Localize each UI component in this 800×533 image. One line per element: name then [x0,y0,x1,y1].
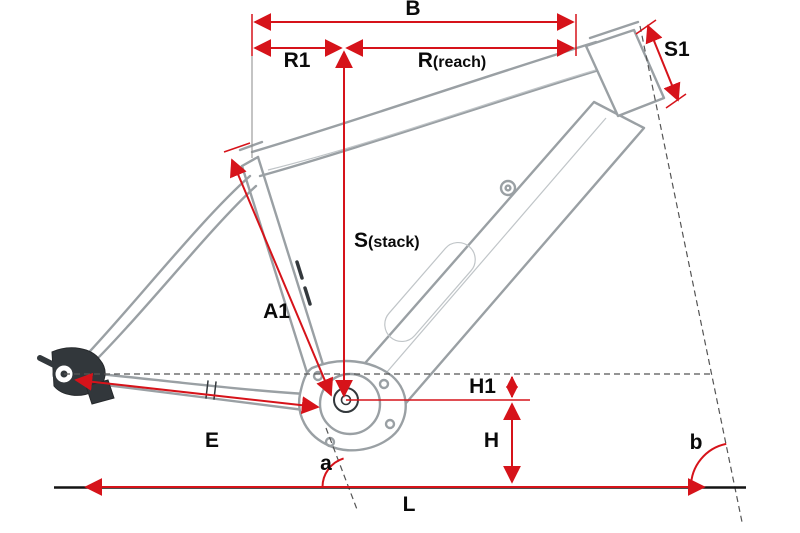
charge-port-dot [504,184,512,192]
label-b-dim: B [405,0,420,20]
dim-a1-line [229,158,334,397]
top-tube-cable [267,69,597,171]
dim-s1-line [645,24,681,102]
down-tube [350,100,646,412]
dimension-lines [74,13,727,496]
label-h: H [484,429,499,452]
label-head-angle: b [690,431,703,454]
seat-stay-lower [82,184,258,374]
chain-stay [78,370,308,396]
axle-lever [37,355,59,369]
label-reach: R(reach) [418,49,487,72]
label-s1: S1 [664,38,690,61]
motor-bolt-3 [384,418,396,430]
dim-e-line [74,372,320,415]
battery-seam [367,117,607,395]
label-seat-angle: a [320,452,332,475]
seat-angle-arc [321,457,344,488]
battery-cover [384,241,476,343]
head-tube-cap [588,20,640,40]
frame-drawing [37,20,666,452]
ext-a1-top [223,142,251,153]
label-l: L [403,493,416,516]
head-angle-guide [639,25,743,523]
dimension-labels: B R1 R(reach) S1 S(stack) A1 H1 H E L a … [205,0,702,516]
bottle-bosses [295,260,312,306]
chain-stay-lower [80,380,306,412]
label-h1: H1 [469,375,496,398]
seat-stay [76,174,252,366]
label-r1: R1 [284,49,311,72]
label-a1: A1 [263,300,290,323]
charge-port [499,179,517,197]
label-e: E [205,429,219,452]
label-stack: S(stack) [354,229,420,252]
motor-bolt-2 [378,378,390,390]
head-angle-arc [690,442,727,488]
seat-angle-guide [325,427,359,513]
